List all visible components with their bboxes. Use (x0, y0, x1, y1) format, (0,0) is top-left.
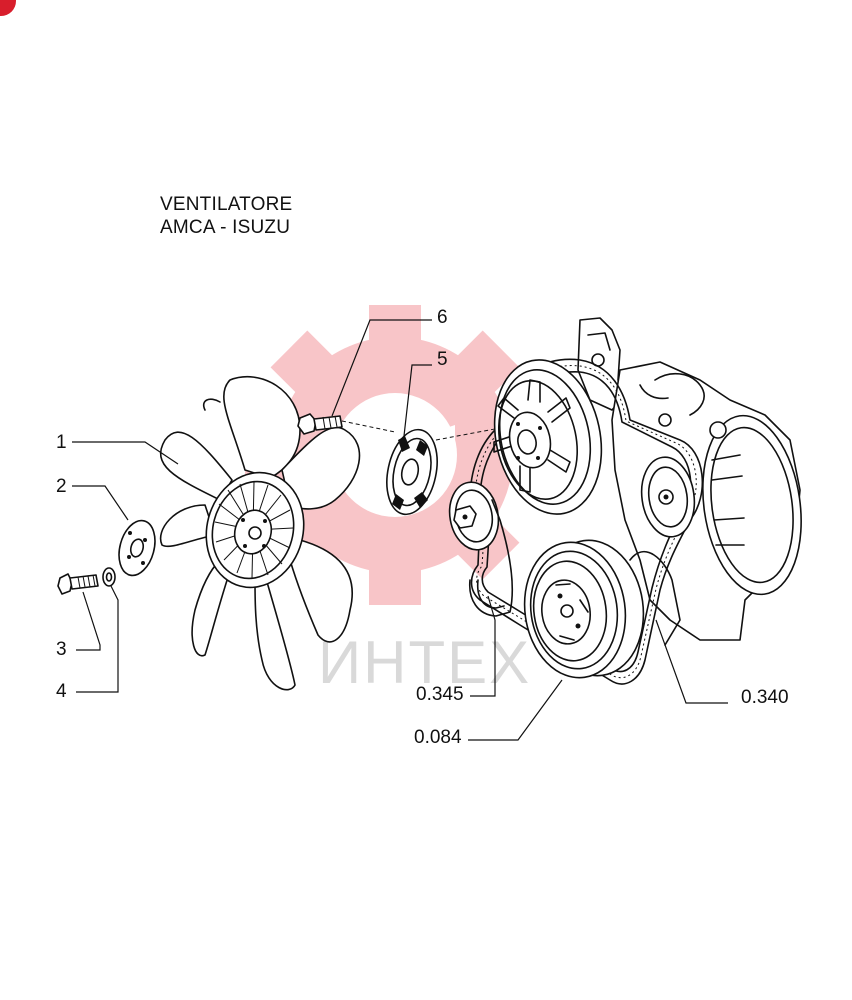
callout-3: 3 (56, 639, 67, 660)
fan-blade-assembly (159, 375, 361, 691)
callout-4: 4 (56, 681, 67, 702)
engine-pulley-assembly (448, 317, 802, 685)
callout-2: 2 (56, 476, 67, 497)
bolt-3 (57, 573, 99, 595)
spacer-hub-5 (386, 427, 501, 516)
bolt-6 (297, 413, 396, 435)
diagram-title: VENTILATORE AMCA - ISUZU (160, 193, 292, 239)
washer-4 (102, 567, 116, 587)
callout-1: 1 (56, 432, 67, 453)
callout-0-345: 0.345 (416, 684, 464, 705)
top-pulley-spokes (493, 379, 571, 493)
callout-5: 5 (437, 349, 448, 370)
title-line-2: AMCA - ISUZU (160, 217, 291, 238)
watermark-text: ИНТЕХ (318, 629, 531, 696)
callout-0-340: 0.340 (741, 687, 789, 708)
spacer-plate (118, 519, 156, 577)
callout-0-084: 0.084 (414, 727, 462, 748)
title-line-1: VENTILATORE (160, 194, 293, 215)
callout-leaders (72, 319, 728, 741)
callout-6: 6 (437, 307, 448, 328)
